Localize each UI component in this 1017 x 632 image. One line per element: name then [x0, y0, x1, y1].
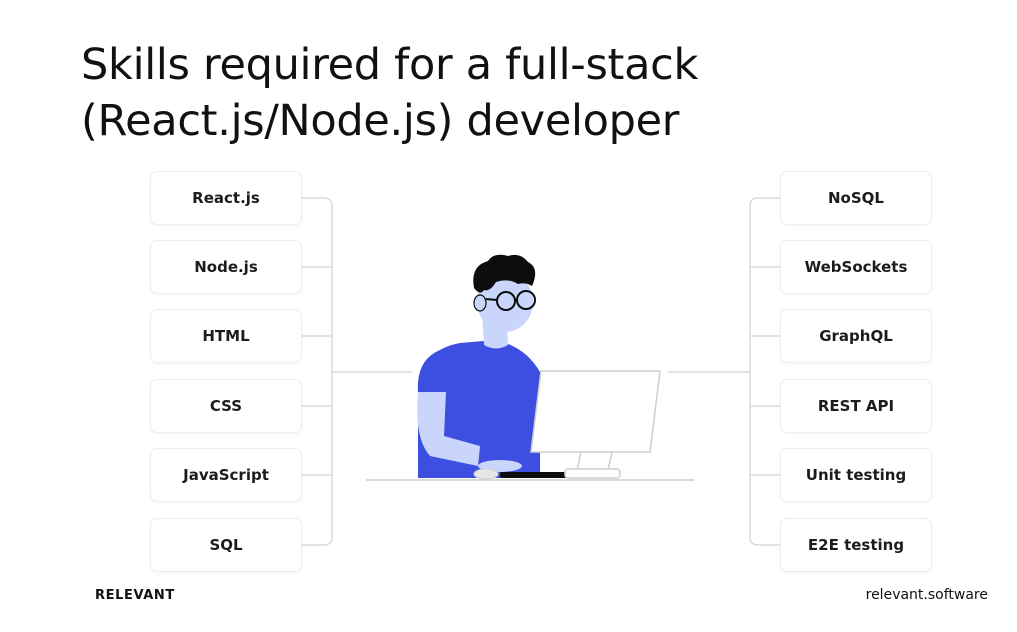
right-bracket — [749, 197, 780, 546]
hair — [473, 254, 536, 293]
skill-card-html: HTML — [150, 309, 302, 363]
glasses-icon — [485, 290, 536, 311]
title-line-1: Skills required for a full-stack — [81, 39, 699, 90]
skill-label: E2E testing — [807, 536, 905, 554]
keyboard — [500, 472, 570, 478]
site-url: relevant.software — [865, 587, 988, 603]
skill-label: GraphQL — [819, 327, 893, 345]
skill-label: JavaScript — [183, 466, 269, 484]
skill-card-websockets: WebSockets — [780, 240, 932, 294]
sleeve — [417, 350, 450, 392]
monitor-base — [564, 468, 621, 479]
skill-card-node: Node.js — [150, 240, 302, 294]
skill-label: NoSQL — [828, 189, 884, 207]
title-line-2: (React.js/Node.js) developer — [81, 95, 680, 146]
skill-label: Node.js — [194, 258, 258, 276]
skill-label: React.js — [192, 189, 260, 207]
monitor — [530, 370, 661, 453]
skill-card-rest-api: REST API — [780, 379, 932, 433]
skill-label: CSS — [209, 397, 243, 415]
skill-label: Unit testing — [805, 466, 907, 484]
skill-label: WebSockets — [804, 258, 908, 276]
skill-card-css: CSS — [150, 379, 302, 433]
skill-card-unit-testing: Unit testing — [780, 448, 932, 502]
skill-label: HTML — [202, 327, 250, 345]
skill-label: REST API — [817, 397, 895, 415]
skill-card-nosql: NoSQL — [780, 171, 932, 225]
skill-card-react: React.js — [150, 171, 302, 225]
monitor-stand — [576, 451, 613, 471]
skill-card-e2e-testing: E2E testing — [780, 518, 932, 572]
mouse — [473, 468, 499, 480]
page-title: Skills required for a full-stack (React.… — [81, 37, 981, 149]
skill-card-graphql: GraphQL — [780, 309, 932, 363]
skill-card-javascript: JavaScript — [150, 448, 302, 502]
developer-illustration — [366, 254, 694, 481]
brand-logo: RELEVANT — [95, 588, 175, 603]
skill-card-sql: SQL — [150, 518, 302, 572]
arm — [417, 392, 480, 466]
skill-label: SQL — [209, 536, 243, 554]
ear — [473, 294, 487, 312]
left-bracket — [302, 197, 333, 546]
